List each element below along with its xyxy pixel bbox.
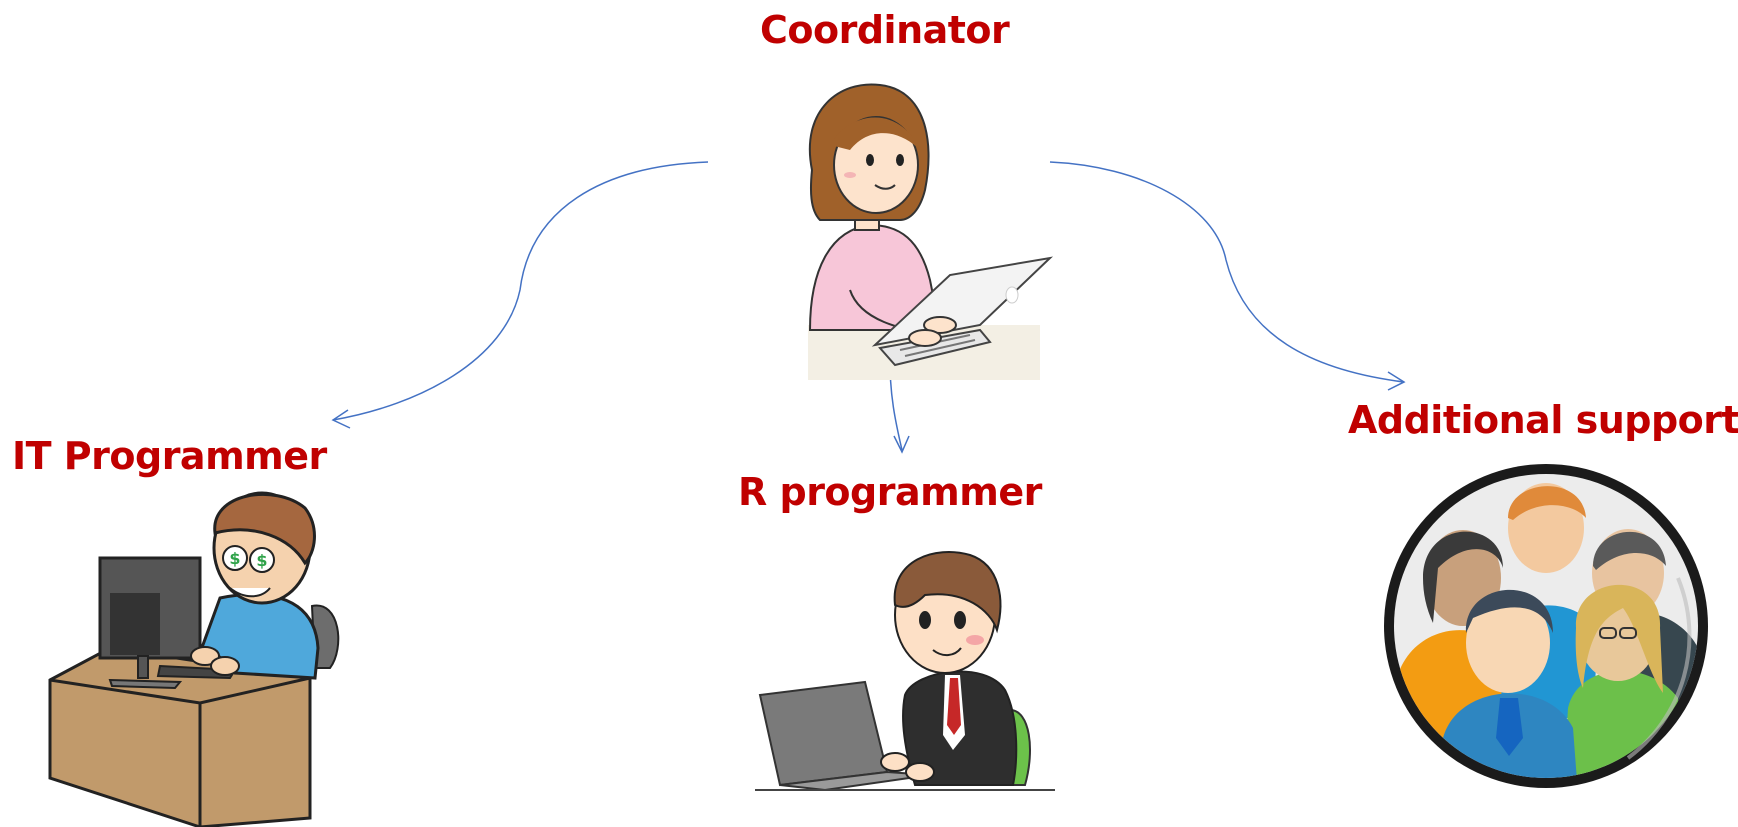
it-programmer-figure: $ $	[48, 491, 340, 827]
it-programmer-label: IT Programmer	[12, 434, 327, 478]
coordinator-label: Coordinator	[760, 8, 1010, 52]
additional-support-label: Additional support	[1348, 398, 1738, 442]
coordinator-figure	[808, 83, 1054, 380]
svg-text:$: $	[256, 551, 267, 570]
arrowhead-it-programmer	[331, 409, 351, 429]
arrow-to-additional-support	[1049, 161, 1405, 383]
r-programmer-figure	[755, 551, 1055, 792]
svg-text:$: $	[229, 549, 240, 568]
arrowhead-r-programmer	[893, 435, 910, 454]
arrow-to-it-programmer	[332, 161, 709, 421]
arrowhead-additional-support	[1387, 371, 1406, 391]
additional-support-figure	[1384, 464, 1708, 788]
r-programmer-label: R programmer	[738, 470, 1042, 514]
